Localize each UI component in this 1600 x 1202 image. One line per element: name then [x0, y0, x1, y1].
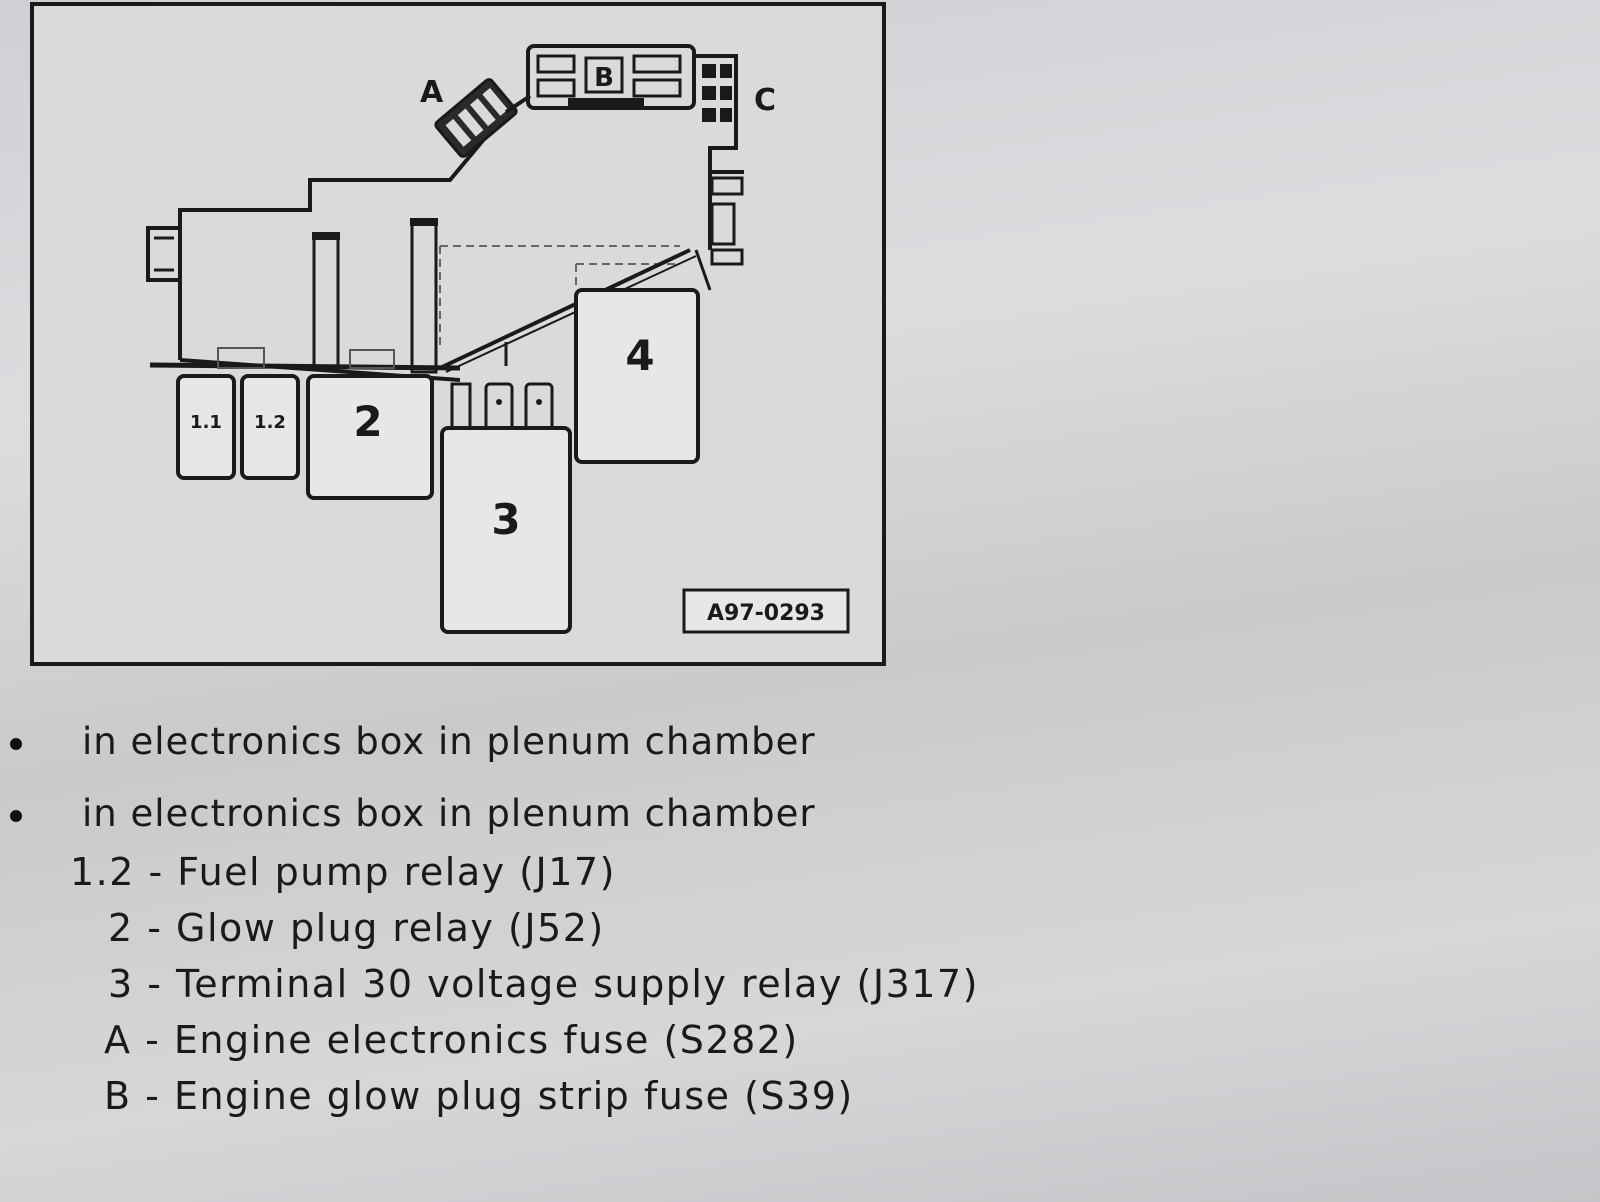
- fuse-b-label: B: [594, 63, 614, 93]
- fuse-block-a: A: [420, 75, 532, 158]
- relay-2: 2: [306, 374, 434, 500]
- legend-item-2: 2 - Glow plug relay (J52): [108, 906, 605, 950]
- legend-item-b: B - Engine glow plug strip fuse (S39): [104, 1074, 854, 1118]
- relay-diagram-svg: 1.1 1.2 2 3 4: [30, 2, 886, 666]
- figure-code: A97-0293: [707, 601, 825, 626]
- figure-code-box: A97-0293: [682, 588, 850, 634]
- housing-ledge: [149, 362, 461, 371]
- posts: [217, 218, 438, 374]
- legend-item-a: A - Engine electronics fuse (S282): [104, 1018, 799, 1062]
- cover-slope-inner: [445, 255, 697, 373]
- left-bracket: [146, 226, 182, 282]
- connector-c-label: C: [754, 83, 776, 118]
- dashed-outline: [439, 245, 680, 350]
- relay-2-label: 2: [353, 397, 382, 446]
- relay-4: 4: [574, 288, 700, 464]
- relay-diagram: 1.1 1.2 2 3 4: [20, 0, 904, 680]
- cover-slope: [439, 248, 691, 370]
- fuse-strip-b: B: [526, 44, 696, 110]
- legend-item-1-2: 1.2 - Fuel pump relay (J17): [70, 850, 616, 894]
- relay-1-1-label: 1.1: [190, 412, 222, 433]
- legend-item-3: 3 - Terminal 30 voltage supply relay (J3…: [108, 962, 979, 1006]
- relay-3: 3: [440, 342, 572, 634]
- connector-c-housing: C: [694, 54, 776, 291]
- bullet-icon: [10, 810, 22, 822]
- relay-3-label: 3: [491, 495, 520, 544]
- note-text-2: in electronics box in plenum chamber: [82, 792, 816, 835]
- relay-1-1: 1.1: [176, 374, 236, 480]
- relay-1-2-label: 1.2: [254, 412, 286, 433]
- fuse-a-label: A: [420, 75, 444, 110]
- relay-4-label: 4: [625, 331, 654, 380]
- relay-1-2: 1.2: [240, 374, 300, 480]
- bullet-icon: [10, 738, 22, 750]
- note-text-1: in electronics box in plenum chamber: [82, 720, 816, 763]
